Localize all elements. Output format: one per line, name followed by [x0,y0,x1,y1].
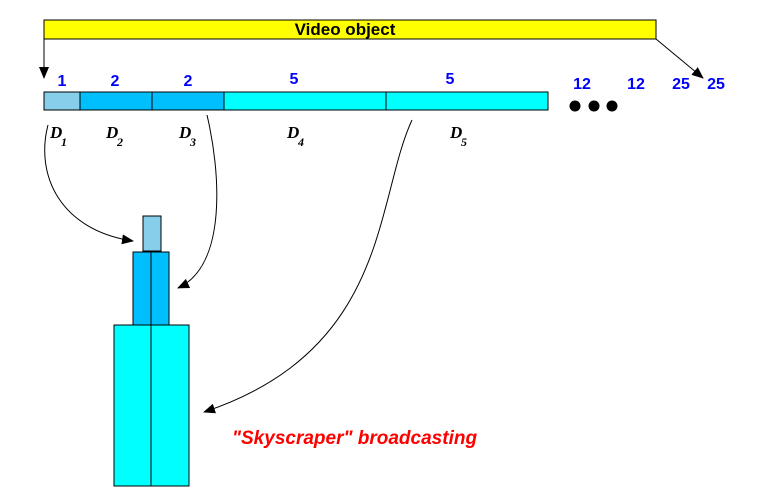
segment-3-size: 2 [184,73,193,90]
d-label-4-sub: 4 [297,135,304,149]
d-label-3-sub: 3 [189,135,196,149]
segment-1 [43,91,81,111]
d-label-1-letter: D [49,123,62,142]
arrow-segment-3-to-block-2 [177,114,218,289]
diagram-caption: "Skyscraper" broadcasting [232,428,477,449]
d-label-1-sub: 1 [61,135,67,149]
video-object-end-arrow [655,38,704,79]
segment-5-size: 5 [446,71,455,88]
d-label-2-sub: 2 [116,135,123,149]
d-label-2-letter: D [105,123,118,142]
segment-4 [223,91,387,111]
segment-4-size: 5 [290,71,299,88]
d-label-3-letter: D [178,123,191,142]
d-label-2: D 2 [105,123,123,149]
skyscraper-block-1 [142,215,162,252]
d-label-5: D 5 [449,123,467,149]
segment-3 [151,91,225,111]
video-object-bar [43,19,657,40]
segment-2-size: 2 [111,73,120,90]
d-label-3: D 3 [178,123,196,149]
d-label-1: D 1 [49,123,67,149]
ellipsis-dot-1 [569,100,581,112]
d-label-4-letter: D [286,123,299,142]
video-object-label: Video object [295,20,396,39]
d-label-4: D 4 [286,123,304,149]
series-value-3: 25 [672,76,690,93]
d-label-5-sub: 5 [461,135,467,149]
arrow-segment-5-to-block-3 [203,119,413,414]
series-value-1: 12 [573,76,591,93]
ellipsis-dot-2 [588,100,600,112]
d-label-5-letter: D [449,123,462,142]
arrow-segment-1-to-block-1 [44,124,134,245]
segment-1-size: 1 [58,73,67,90]
segment-5 [385,91,549,111]
ellipsis-dot-3 [606,100,618,112]
series-value-2: 12 [627,76,645,93]
segment-2 [79,91,153,111]
series-value-4: 25 [707,76,725,93]
